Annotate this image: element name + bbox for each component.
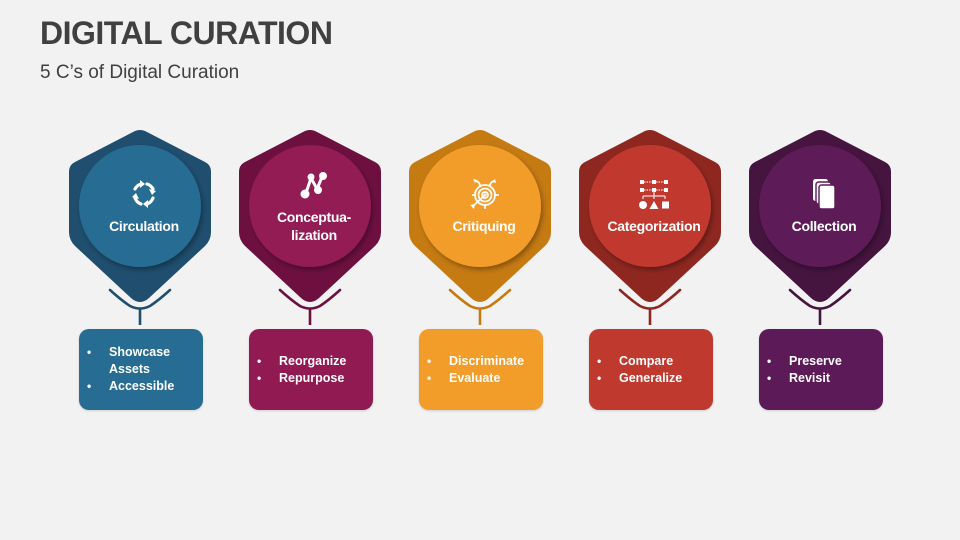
step-details-box: PreserveRevisit	[759, 329, 883, 410]
hierarchy-shapes-icon	[637, 177, 671, 211]
step-label: Critiquing	[452, 218, 516, 234]
hexagon-pin-shape	[409, 130, 551, 325]
bullet-item: Evaluate	[427, 370, 537, 387]
step-circle: Conceptua-lization	[253, 145, 375, 267]
bullet-list: Showcase AssetsAccessible	[87, 344, 197, 395]
bullet-list: ReorganizeRepurpose	[257, 353, 367, 387]
hexagon-pin-shape	[239, 130, 381, 325]
bullet-item: Generalize	[597, 370, 707, 387]
curation-step-3: Critiquing DiscriminateEvaluate	[409, 128, 559, 418]
stacked-cards-icon	[807, 177, 841, 211]
step-circle: Circulation	[83, 145, 205, 267]
hexagon-pin-shape	[69, 130, 211, 325]
bullet-item: Repurpose	[257, 370, 367, 387]
step-details-box: ReorganizeRepurpose	[249, 329, 373, 410]
step-details-box: Showcase AssetsAccessible	[79, 329, 203, 410]
bullet-item: Showcase Assets	[87, 344, 197, 378]
hexagon-pin-shape	[579, 130, 721, 325]
curation-step-5: Collection PreserveRevisit	[749, 128, 899, 418]
bullet-item: Preserve	[767, 353, 877, 370]
step-details-box: DiscriminateEvaluate	[419, 329, 543, 410]
step-circle: Categorization	[593, 145, 715, 267]
bullet-list: PreserveRevisit	[767, 353, 877, 387]
bullet-item: Compare	[597, 353, 707, 370]
bullet-list: CompareGeneralize	[597, 353, 707, 387]
page-subtitle: 5 C’s of Digital Curation	[40, 62, 240, 83]
circular-arrows-icon	[127, 177, 161, 211]
step-circle: Collection	[763, 145, 885, 267]
step-label: Conceptua-lization	[276, 209, 351, 243]
step-label: Collection	[791, 218, 857, 234]
page-title: DIGITAL CURATION	[40, 15, 333, 51]
step-label: Circulation	[109, 218, 179, 234]
step-details-box: CompareGeneralize	[589, 329, 713, 410]
curation-step-2: Conceptua-lization ReorganizeRepurpose	[239, 128, 389, 418]
bullet-item: Reorganize	[257, 353, 367, 370]
bullet-item: Accessible	[87, 378, 197, 395]
curation-step-1: Circulation Showcase AssetsAccessible	[69, 128, 219, 418]
step-label: Categorization	[607, 218, 701, 234]
target-arrow-icon	[467, 177, 501, 211]
bullet-list: DiscriminateEvaluate	[427, 353, 537, 387]
bullet-item: Discriminate	[427, 353, 537, 370]
curation-step-4: Categorization CompareGeneralize	[579, 128, 729, 418]
bullet-item: Revisit	[767, 370, 877, 387]
step-circle: Critiquing	[423, 145, 545, 267]
connected-nodes-icon	[297, 168, 331, 202]
